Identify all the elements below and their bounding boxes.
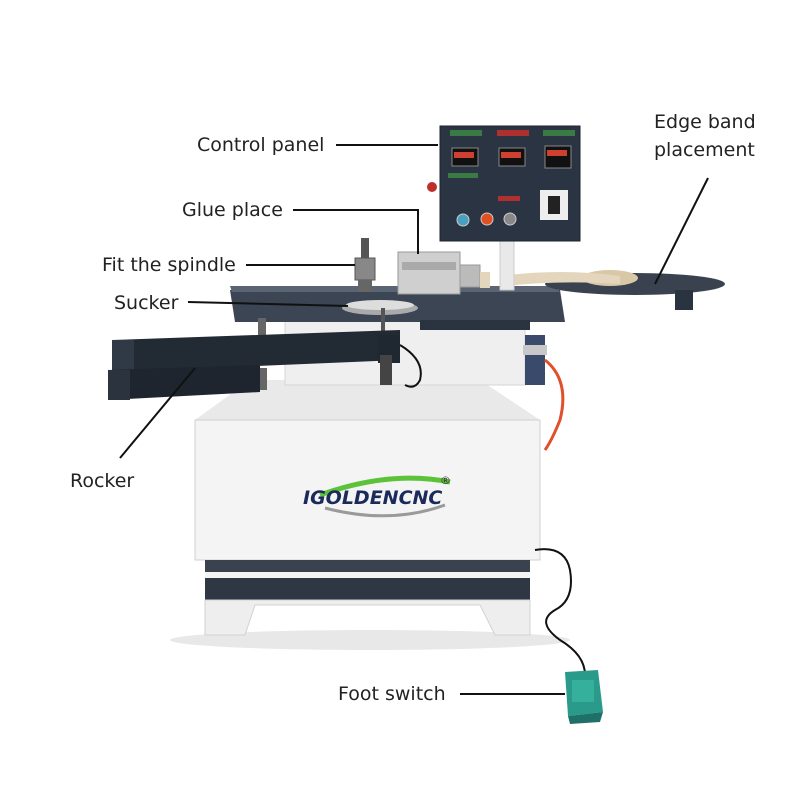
floor-shadow [170,630,570,650]
foot-switch-cable [534,548,586,676]
control-panel [427,125,581,291]
foot-switch [534,548,603,724]
leader-lines [119,144,709,695]
emergency-stop-button [427,182,437,192]
label-glue-place: Glue place [182,199,283,221]
brand-logo-text: IGOLDENCNC [303,487,442,509]
brand-logo: IGOLDENCNC ® [303,474,451,518]
edge-band-disc [500,270,725,310]
label-edge-band-line2: placement [654,139,755,161]
label-edge-band-line1: Edge band [654,111,756,133]
leader-sucker [187,301,349,307]
label-fit-spindle: Fit the spindle [102,254,236,276]
sucker-disc [342,300,418,335]
leader-glue-place [293,209,419,254]
spindle [354,238,376,292]
registered-mark: ® [440,474,451,487]
timer-display [544,145,572,169]
cabinet-stripe-bottom [205,578,530,600]
air-regulator [523,335,565,451]
label-control-panel: Control panel [197,134,325,156]
label-foot-switch: Foot switch [338,683,446,705]
label-sucker: Sucker [114,292,179,314]
label-rocker: Rocker [70,470,135,492]
cabinet-stripe-top [205,560,530,572]
leader-edge-band [654,177,709,285]
glue-pot [397,251,490,295]
machine-cabinet [194,380,541,636]
air-hose [543,358,565,451]
leader-rocker [119,367,196,459]
